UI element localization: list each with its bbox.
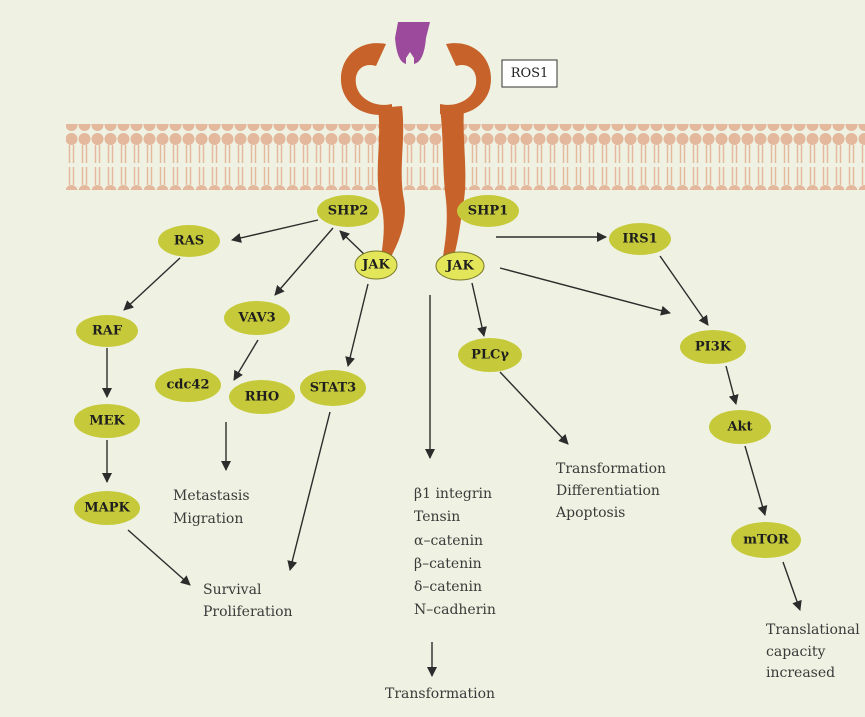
node-rho-label: RHO	[245, 390, 279, 405]
node-akt-label: Akt	[726, 420, 752, 435]
ros1-label-box	[501, 59, 558, 88]
node-jak-left-label: JAK	[361, 258, 390, 273]
adhesion-item: β1 integrin	[414, 486, 492, 502]
cell-membrane	[66, 124, 865, 190]
outcome-plcg-line-3: Apoptosis	[555, 505, 625, 521]
arrow-irs1-pi3k	[659, 255, 709, 326]
node-plcg: PLCγ	[458, 338, 522, 372]
node-akt: Akt	[709, 410, 771, 444]
node-irs1: IRS1	[609, 223, 671, 255]
node-pi3k-label: PI3K	[695, 340, 732, 355]
arrow-jak-pi3k	[499, 267, 671, 316]
arrow-jak-shp2	[339, 230, 367, 257]
adhesion-item: β–catenin	[414, 556, 482, 572]
arrow-stat3-survival	[287, 411, 331, 571]
node-pi3k: PI3K	[680, 330, 746, 364]
outcome-survival: Survival Proliferation	[203, 582, 293, 620]
outcome-metastasis-line-2: Migration	[173, 511, 243, 527]
outcome-translational: Translational capacity increased	[766, 622, 860, 681]
node-irs1-label: IRS1	[622, 232, 657, 247]
adhesion-item: N–cadherin	[414, 602, 496, 618]
ros1-label: ROS1	[511, 66, 549, 81]
arrow-shp2-vav3	[274, 227, 334, 296]
node-shp1-label: SHP1	[468, 204, 509, 219]
node-mek-label: MEK	[89, 414, 125, 429]
receptor-right-stalk	[440, 108, 466, 262]
ligand-icon	[395, 22, 430, 64]
receptor-right-extracellular-domain	[440, 43, 492, 115]
arrow-plcg-outcomes	[499, 371, 569, 445]
outcome-survival-line-2: Proliferation	[203, 604, 293, 620]
ros1-receptor	[340, 43, 492, 262]
node-raf-label: RAF	[92, 324, 123, 339]
outcome-plcg-line-1: Transformation	[556, 461, 666, 477]
adhesion-item: δ–catenin	[414, 579, 482, 595]
arrow-pi3k-akt	[725, 365, 739, 405]
node-vav3-label: VAV3	[237, 311, 275, 326]
node-mapk: MAPK	[74, 491, 140, 525]
adhesion-item: α–catenin	[414, 533, 483, 549]
arrow-shp2-ras	[231, 219, 319, 243]
outcome-metastasis-line-1: Metastasis	[173, 488, 250, 504]
outcome-survival-line-1: Survival	[203, 582, 262, 598]
node-stat3-label: STAT3	[310, 381, 356, 396]
adhesion-item: Tensin	[414, 509, 460, 525]
arrow-mapk-survival	[127, 529, 191, 586]
pathway-arrows	[102, 219, 802, 677]
arrow-mtor-translational	[782, 561, 802, 611]
receptor-left-stalk	[377, 106, 405, 262]
node-mtor: mTOR	[731, 522, 801, 558]
node-shp2: SHP2	[317, 195, 379, 227]
outcome-adhesion-list: β1 integrin Tensin α–catenin β–catenin δ…	[414, 486, 496, 618]
outcome-translational-line-1: Translational	[766, 622, 860, 638]
node-stat3: STAT3	[300, 370, 366, 406]
outcome-plcg: Transformation Differentiation Apoptosis	[555, 461, 666, 521]
node-jak-left: JAK	[354, 250, 398, 280]
arrow-jak-plcg	[471, 282, 487, 337]
node-cdc42-label: cdc42	[166, 378, 209, 393]
node-mek: MEK	[74, 404, 140, 438]
outcome-metastasis: Metastasis Migration	[173, 488, 250, 527]
outcome-translational-line-2: capacity	[766, 644, 825, 660]
node-plcg-label: PLCγ	[471, 348, 509, 363]
node-vav3: VAV3	[224, 301, 290, 335]
arrow-vav3-rho	[233, 339, 259, 381]
outcome-transformation: Transformation	[385, 686, 495, 702]
node-jak-right-label: JAK	[445, 259, 474, 274]
node-ras-label: RAS	[174, 234, 204, 249]
node-ras: RAS	[158, 225, 220, 257]
arrow-jak-stat3	[345, 283, 369, 367]
node-cdc42: cdc42	[155, 368, 221, 402]
node-mapk-label: MAPK	[84, 501, 130, 516]
node-shp1: SHP1	[457, 195, 519, 227]
outcome-plcg-line-2: Differentiation	[556, 483, 660, 499]
receptor-left-extracellular-domain	[340, 43, 392, 115]
node-mtor-label: mTOR	[743, 533, 789, 548]
node-raf: RAF	[76, 315, 138, 347]
arrow-ras-raf	[123, 257, 181, 311]
node-jak-right: JAK	[435, 251, 485, 281]
outcome-translational-line-3: increased	[766, 665, 835, 681]
arrow-akt-mtor	[744, 445, 768, 516]
node-shp2-label: SHP2	[328, 204, 369, 219]
node-rho: RHO	[229, 380, 295, 414]
